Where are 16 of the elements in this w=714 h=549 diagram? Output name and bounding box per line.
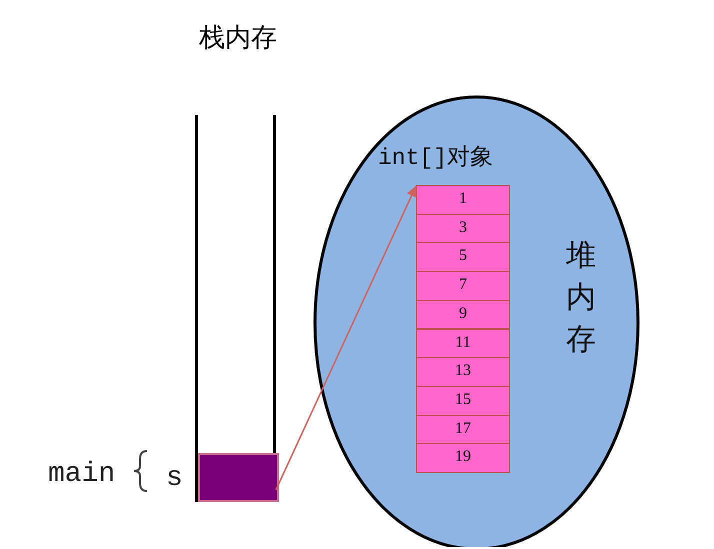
arrow (275, 186, 417, 490)
array-cell: 13 (416, 357, 510, 387)
array-cell: 11 (416, 328, 510, 358)
heap-label: 堆内存 (565, 237, 597, 359)
array-cell: 1 (416, 185, 510, 215)
stack-title: 栈内存 (198, 22, 278, 55)
array-cell: 5 (416, 242, 510, 272)
frame-label: main (48, 458, 116, 492)
array-cell: 7 (416, 271, 510, 301)
array-cell: 17 (416, 414, 510, 444)
variable-label: s (166, 462, 183, 496)
array-cell: 3 (416, 214, 510, 244)
array-cell: 19 (416, 443, 510, 473)
array-title: int[]对象 (378, 144, 494, 173)
array-cell: 9 (416, 300, 510, 330)
array-cell: 15 (416, 386, 510, 416)
